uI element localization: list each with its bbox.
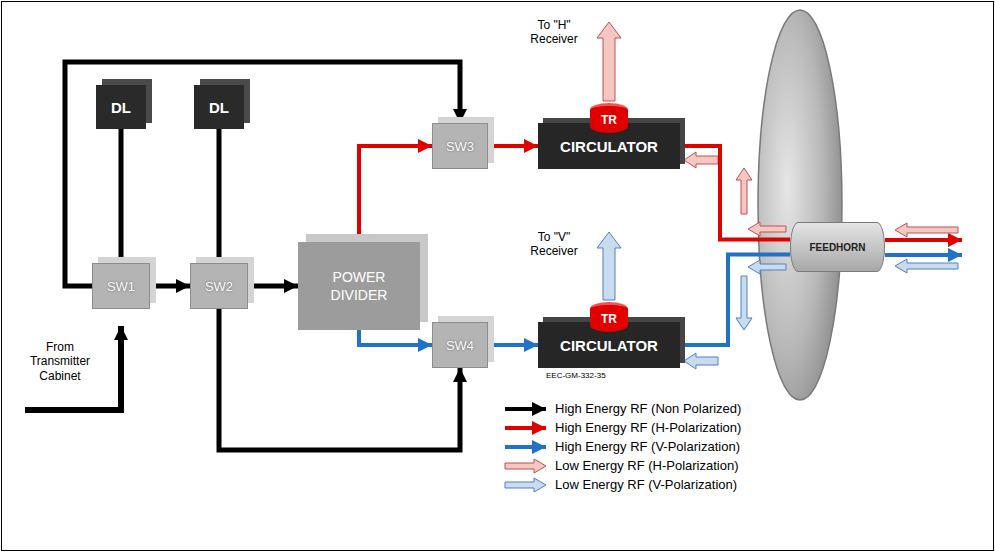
- rf-line: [359, 330, 432, 345]
- node-text: TR: [601, 312, 617, 326]
- rf-line: [680, 255, 790, 346]
- legend-text: Low Energy RF (H-Polarization): [555, 458, 739, 473]
- feedhorn: FEEDHORN: [790, 222, 885, 272]
- rf-line: [119, 129, 124, 263]
- node-text: SW4: [446, 338, 474, 353]
- power-divider-box: POWER DIVIDER: [298, 242, 420, 330]
- receiver-label: To "H" Receiver: [515, 18, 593, 47]
- rf-line: [488, 343, 538, 347]
- node-text: SW3: [446, 139, 474, 154]
- legend-samples: [505, 409, 546, 492]
- rf-line: [219, 309, 460, 450]
- dish-antenna: [758, 10, 842, 400]
- rf-line: [217, 129, 222, 263]
- tr-limiter: TR: [590, 103, 628, 133]
- node-text: FEEDHORN: [809, 242, 865, 253]
- node-text: SW2: [205, 279, 233, 294]
- switch-box: SW2: [190, 263, 248, 309]
- legend-text: High Energy RF (Non Polarized): [555, 401, 741, 416]
- node-text: DL: [111, 99, 131, 116]
- v-output: [885, 253, 962, 257]
- node-text: POWER DIVIDER: [314, 268, 404, 304]
- legend-text: High Energy RF (V-Polarization): [555, 439, 740, 454]
- rf-line: [248, 284, 298, 289]
- node-text: CIRCULATOR: [560, 337, 658, 354]
- part-number: EEC-GM-332-35: [546, 371, 656, 381]
- node-text: SW1: [107, 279, 135, 294]
- dummy-load-box: DL: [96, 85, 146, 129]
- node-text: CIRCULATOR: [560, 138, 658, 155]
- receiver-label: To "V" Receiver: [515, 230, 593, 259]
- tr-limiter: TR: [590, 302, 628, 332]
- switch-box: SW4: [432, 322, 488, 368]
- node-text: TR: [601, 113, 617, 127]
- legend-text: Low Energy RF (V-Polarization): [555, 477, 737, 492]
- legend-text: High Energy RF (H-Polarization): [555, 420, 741, 435]
- source-label: From Transmitter Cabinet: [22, 340, 98, 383]
- rf-line: [359, 146, 432, 242]
- switch-box: SW1: [92, 263, 150, 309]
- rf-line: [680, 146, 790, 240]
- h-output: [885, 238, 962, 242]
- rf-line: [150, 284, 190, 289]
- switch-box: SW3: [432, 123, 488, 169]
- dummy-load-box: DL: [194, 85, 244, 129]
- rf-line: [488, 144, 538, 148]
- node-text: DL: [209, 99, 229, 116]
